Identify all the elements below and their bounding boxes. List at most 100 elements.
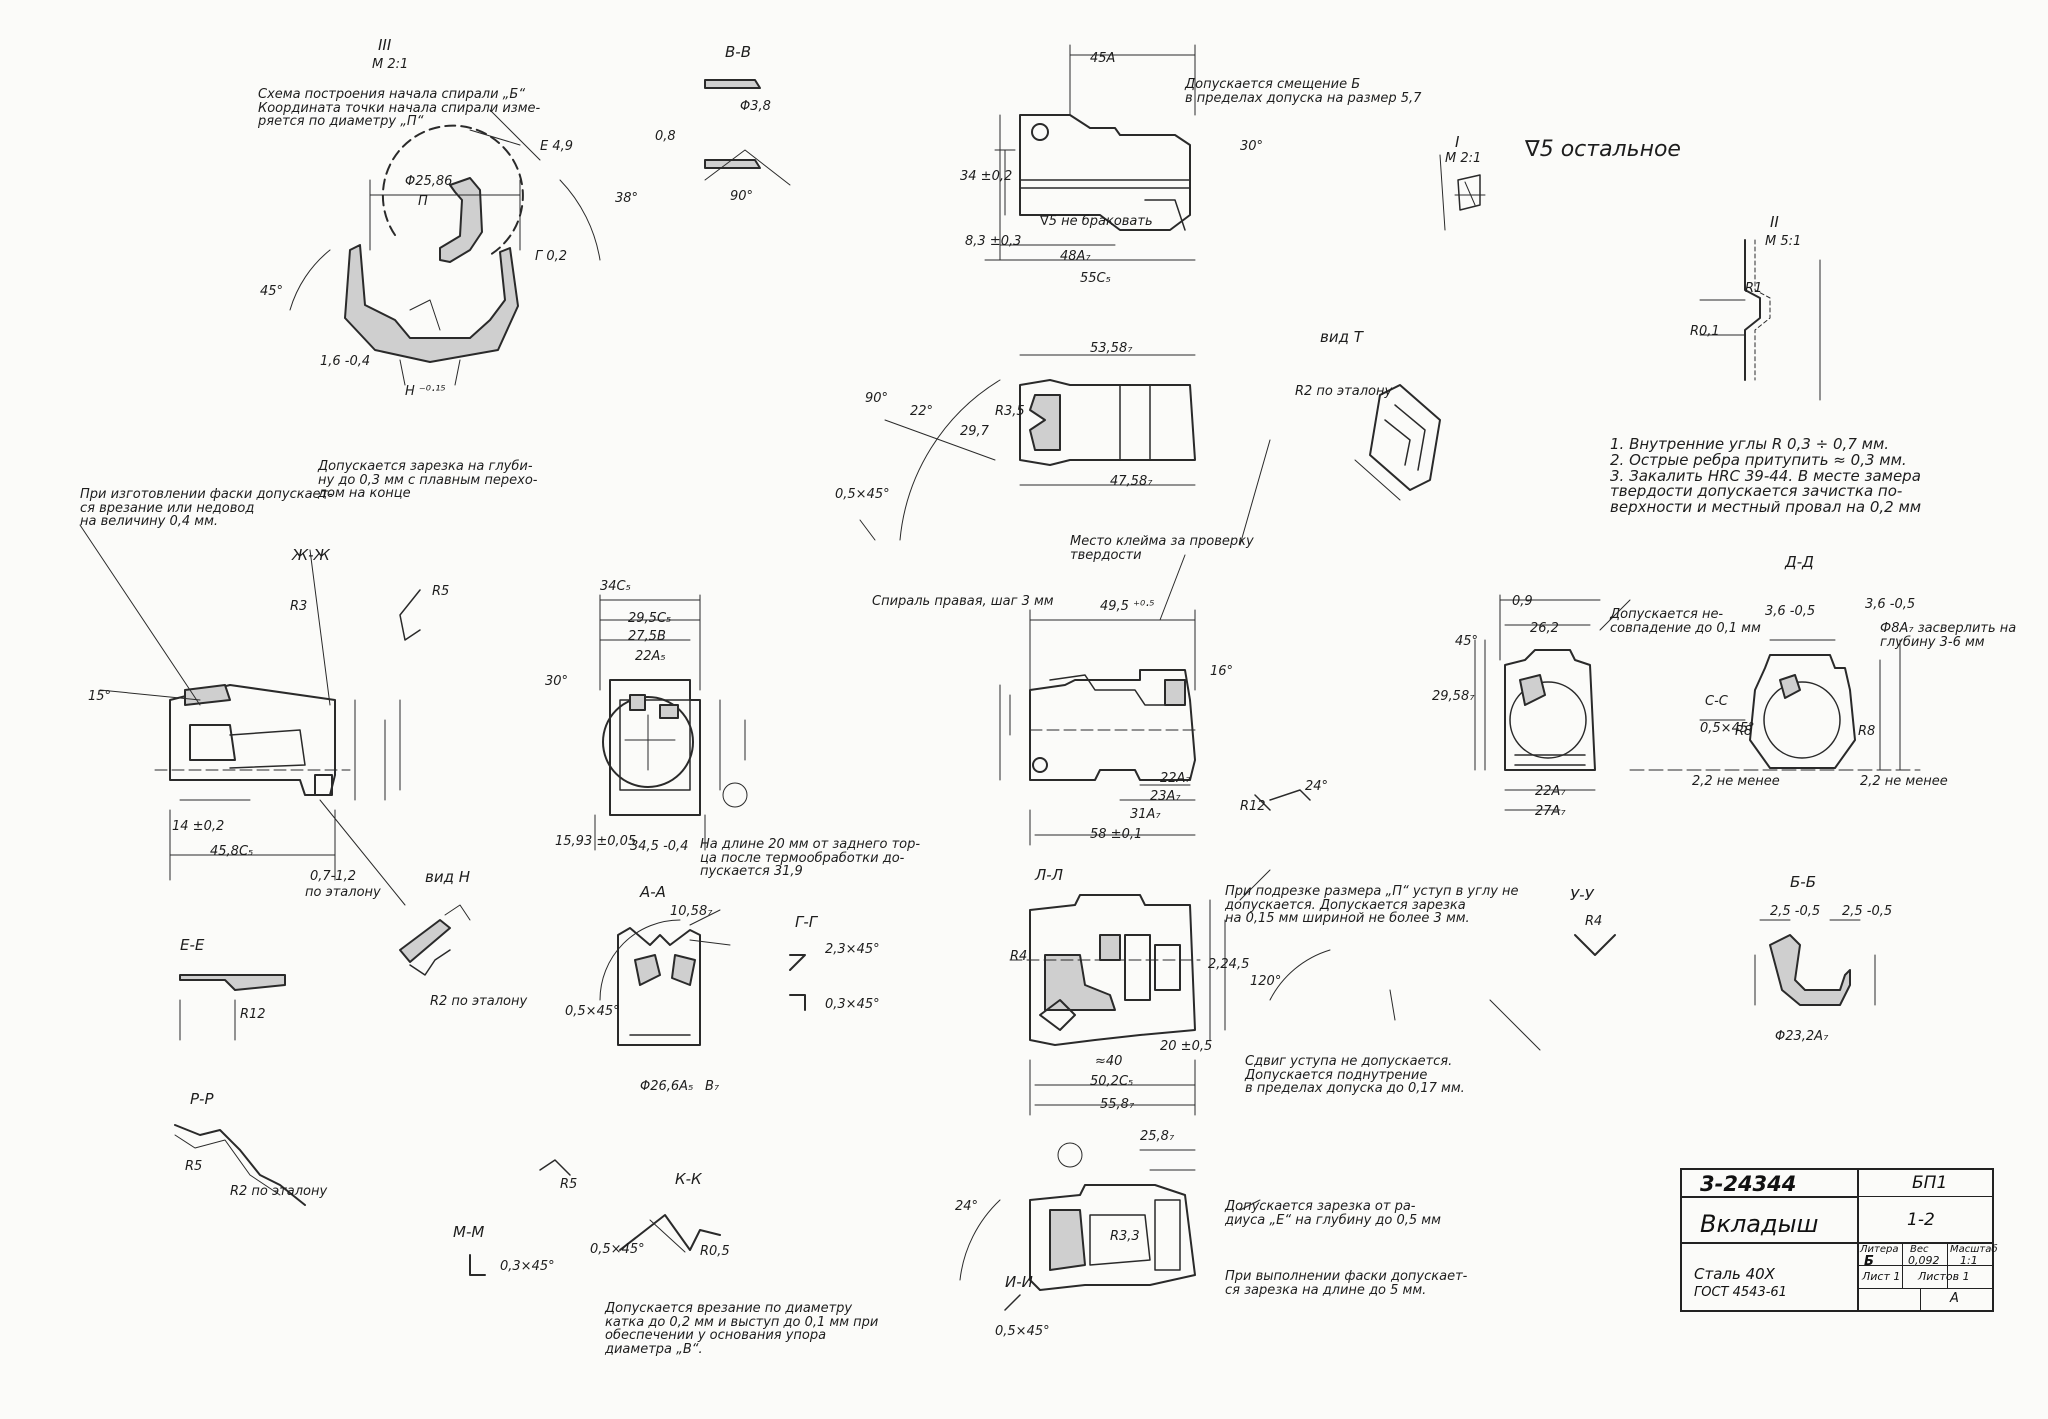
dim-d07: 0,7-1,2 bbox=[310, 869, 357, 884]
dim-a30: 30° bbox=[1240, 139, 1264, 154]
dim-a22: 22° bbox=[910, 404, 934, 419]
dim-a45: 45° bbox=[260, 284, 284, 299]
dim-a45-right: 45° bbox=[1455, 634, 1479, 649]
section-ee-title: Е-Е bbox=[180, 936, 205, 954]
dim-r2et-n: R2 по эталону bbox=[430, 994, 528, 1009]
dim-d58: 58 ±0,1 bbox=[1090, 827, 1143, 842]
detail-ii-title: II bbox=[1770, 213, 1779, 231]
dim-r05: R0,5 bbox=[700, 1244, 730, 1259]
dim-r1: R1 bbox=[1745, 281, 1763, 296]
dim-d34-5: 34,5 -0,4 bbox=[630, 839, 689, 854]
detail-i-sketch bbox=[1439, 154, 1486, 231]
dim-d48a: 48А₇ bbox=[1060, 249, 1091, 264]
dim-d2x45: 2,3×45° bbox=[825, 942, 880, 957]
dim-r12-ee: R12 bbox=[240, 1007, 266, 1022]
tb-material-2: ГОСТ 4543-61 bbox=[1694, 1285, 1787, 1300]
tb-part-name: Вкладыш bbox=[1700, 1210, 1819, 1238]
middle-section-view bbox=[859, 354, 1196, 541]
dim-d27a: 27А₇ bbox=[1535, 804, 1566, 819]
dim-a38: 38° bbox=[615, 191, 639, 206]
dim-r12: R12 bbox=[1240, 799, 1266, 814]
dim-d29-58: 29,58₇ bbox=[1432, 689, 1475, 704]
tb-lit-label: Литера bbox=[1860, 1244, 1899, 1255]
dim-d55-8: 55,8₇ bbox=[1100, 1097, 1135, 1112]
note-spiral-right: Спираль правая, шаг 3 мм bbox=[872, 594, 1054, 609]
dim-r01: R0,1 bbox=[1690, 324, 1720, 339]
dim-d34c: 34С₅ bbox=[600, 579, 631, 594]
dim-a24: 24° bbox=[1305, 779, 1329, 794]
note-shift-tol: Допускается смещение Б в пределах допуск… bbox=[1185, 77, 1422, 106]
dim-r2et: R2 по эталону bbox=[1295, 384, 1393, 399]
section-gg-profile bbox=[789, 954, 806, 1011]
dim-d26-6a: Φ26,6А₅ bbox=[640, 1079, 694, 1094]
dim-d25-8: 25,8₇ bbox=[1140, 1129, 1175, 1144]
detail-iii-profile bbox=[289, 109, 601, 386]
dim-r35: R3,5 bbox=[995, 404, 1025, 419]
dim-d55c: 55С₅ bbox=[1080, 271, 1111, 286]
tb-sheet-label: Лист 1 bbox=[1862, 1270, 1901, 1283]
dim-d16: 1,6 -0,4 bbox=[320, 354, 371, 369]
tb-scale-value: 1:1 bbox=[1960, 1254, 1978, 1267]
dim-r5-small: R5 bbox=[560, 1177, 578, 1192]
dim-a24b: 24° bbox=[955, 1199, 979, 1214]
right-section-dd bbox=[1629, 639, 1921, 771]
tb-mass-value: 0,092 bbox=[1908, 1254, 1940, 1267]
note-stamp-place: Место клейма за проверку твердости bbox=[1070, 534, 1254, 563]
dim-d03x45: 0,3×45° bbox=[825, 997, 880, 1012]
dim-r8-r: R8 bbox=[1858, 724, 1876, 739]
view-t-title: вид Т bbox=[1320, 328, 1363, 346]
section-rr-title: Р-Р bbox=[190, 1090, 214, 1108]
center-main-view bbox=[999, 609, 1311, 846]
view-n-title: вид Н bbox=[425, 868, 471, 886]
section-bb-profile bbox=[1754, 919, 1876, 1006]
dim-r5: R5 bbox=[432, 584, 450, 599]
note-mismatch: Допускается не- совпадение до 0,1 мм bbox=[1610, 607, 1761, 636]
dim-r02: Г 0,2 bbox=[535, 249, 568, 264]
dim-d45x45-kk: 0,5×45° bbox=[590, 1242, 645, 1257]
note-step-shift: Сдвиг уступа не допускается. Допускается… bbox=[1245, 1054, 1465, 1097]
dim-a15: 15° bbox=[88, 689, 112, 704]
detail-i-scale: М 2:1 bbox=[1445, 151, 1482, 166]
dim-a30b: 30° bbox=[545, 674, 569, 689]
detail-i-title: I bbox=[1455, 133, 1460, 151]
note-length-20: На длине 20 мм от заднего тор- ца после … bbox=[700, 837, 921, 880]
dim-d22-4: 2,24,5 bbox=[1208, 957, 1250, 972]
tb-mass-label: Вес bbox=[1910, 1244, 1929, 1255]
dim-d20: 20 ±0,5 bbox=[1160, 1039, 1213, 1054]
dim-r33: R3,3 bbox=[1110, 1229, 1140, 1244]
dim-d38: Φ3,8 bbox=[740, 99, 771, 114]
dim-d0545: 0,5×45° bbox=[835, 487, 890, 502]
dim-d08: 0,8 bbox=[655, 129, 676, 144]
dim-d23-2: Φ23,2А₇ bbox=[1775, 1029, 1829, 1044]
dim-d36: 3,6 -0,5 bbox=[1765, 604, 1816, 619]
dim-d34: 34 ±0,2 bbox=[960, 169, 1013, 184]
top-middle-view bbox=[984, 44, 1196, 261]
note-chamfer-notch: При выполнении фаски допускает- ся зарез… bbox=[1225, 1269, 1468, 1298]
dim-s5noblast: ∇5 не браковать bbox=[1040, 214, 1153, 229]
dim-d25-r: 2,5 -0,5 bbox=[1842, 904, 1893, 919]
dim-r2-rr: R2 по эталону bbox=[230, 1184, 328, 1199]
section-uu-title: У-У bbox=[1570, 886, 1594, 904]
dim-d0545-dd: 0,5×45° bbox=[1700, 721, 1755, 736]
tb-sheets-label: Листов 1 bbox=[1918, 1270, 1970, 1283]
tb-lit-value: Б bbox=[1864, 1254, 1874, 1269]
dim-d50-2: 50,2С₅ bbox=[1090, 1074, 1134, 1089]
tb-divider bbox=[1947, 1242, 1948, 1288]
section-mm-title: М-М bbox=[453, 1223, 485, 1241]
dim-r4: R4 bbox=[1585, 914, 1603, 929]
right-section-left bbox=[1474, 594, 1601, 811]
dim-a120: 120° bbox=[1250, 974, 1282, 989]
dim-d47-58: 47,58₇ bbox=[1110, 474, 1153, 489]
tb-doc-number: 3-24344 bbox=[1700, 1172, 1797, 1196]
dim-r5-rr: R5 bbox=[185, 1159, 203, 1174]
section-aa-view bbox=[599, 909, 731, 1046]
technical-requirements: 1. Внутренние углы R 0,3 ÷ 0,7 мм. 2. Ос… bbox=[1610, 435, 1922, 516]
section-aa-title: А-А bbox=[640, 883, 666, 901]
note-notch-depth: Допускается зарезка на глуби- ну до 0,3 … bbox=[318, 459, 538, 502]
dim-d22b-l: 2,2 не менее bbox=[1692, 774, 1780, 789]
section-zhzh-title: Ж-Ж bbox=[292, 546, 330, 564]
dim-d15-93: 15,93 ±0,05 bbox=[555, 834, 637, 849]
section-gg-title: Г-Г bbox=[795, 913, 818, 931]
dim-e49: Е 4,9 bbox=[540, 139, 574, 154]
